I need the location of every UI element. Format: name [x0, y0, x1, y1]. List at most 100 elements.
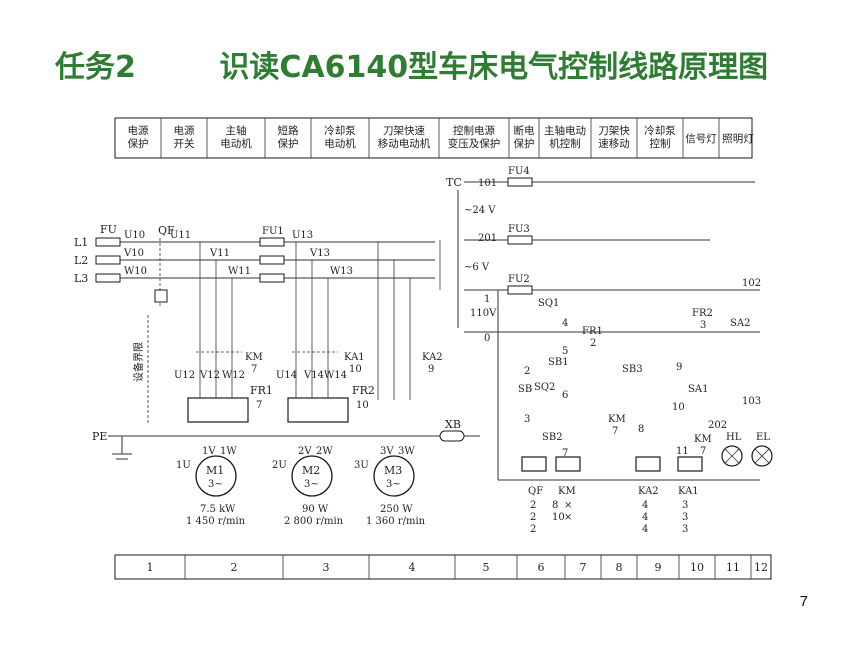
svg-text:FR2: FR2 — [352, 384, 375, 397]
contact-map-digit: 4 — [642, 524, 648, 535]
svg-text:~6 V: ~6 V — [464, 262, 490, 273]
svg-text:7: 7 — [251, 364, 257, 375]
svg-text:8: 8 — [552, 500, 558, 511]
svg-text:SB2: SB2 — [542, 432, 563, 443]
column-number: 2 — [231, 561, 238, 574]
svg-text:KA1: KA1 — [344, 352, 365, 363]
header-cell-text: 电动机 — [220, 137, 252, 150]
svg-text:3~: 3~ — [386, 479, 401, 490]
column-number: 7 — [580, 561, 587, 574]
svg-text:U10: U10 — [124, 230, 145, 241]
label-l2: L2 — [74, 254, 88, 267]
thermal-relay-fr2 — [287, 397, 349, 423]
header-cell-text: 短路 — [278, 124, 299, 137]
svg-text:10: 10 — [349, 364, 362, 375]
svg-text:102: 102 — [742, 278, 761, 289]
svg-text:M3: M3 — [384, 464, 402, 477]
label-l1: L1 — [74, 236, 88, 249]
svg-text:V14: V14 — [303, 370, 324, 381]
svg-text:250 W: 250 W — [380, 504, 413, 515]
svg-text:KA2: KA2 — [638, 486, 659, 497]
slide-title: 任务2 识读CA6140型车床电气控制线路原理图 — [55, 50, 769, 85]
svg-text:×: × — [564, 512, 572, 523]
svg-text:1W: 1W — [220, 446, 237, 457]
svg-text:10: 10 — [356, 400, 369, 411]
column-number: 5 — [483, 561, 490, 574]
column-number: 4 — [409, 561, 416, 574]
header-cell-text: 控制电源 — [453, 124, 495, 137]
header-cell-text: 主轴 — [226, 124, 247, 137]
svg-text:9: 9 — [428, 364, 434, 375]
control-circuit: SQ1 4 FR1 2 5 SB1 2 SB SQ2 6 3 SB2 KM 7 … — [497, 290, 773, 535]
svg-text:V10: V10 — [123, 248, 144, 259]
schematic-svg: 电源保护电源开关主轴电动机短路保护冷却泵电动机刀架快速移动电动机控制电源变压及保… — [74, 117, 773, 580]
svg-text:5: 5 — [562, 346, 568, 357]
svg-text:2: 2 — [590, 338, 596, 349]
svg-text:6: 6 — [562, 390, 568, 401]
column-number: 6 — [538, 561, 545, 574]
motor-m1 — [195, 455, 237, 497]
svg-text:2W: 2W — [316, 446, 333, 457]
header-cell-text: 机控制 — [549, 137, 581, 150]
coil-ka1 — [677, 456, 703, 472]
label-l3: L3 — [74, 272, 88, 285]
contact-map-digit: 3 — [682, 512, 688, 523]
contact-map-digit: 4 — [642, 500, 648, 511]
svg-text:7: 7 — [256, 400, 262, 411]
svg-text:3: 3 — [524, 414, 530, 425]
header-cell-text: 保护 — [278, 137, 299, 150]
svg-text:M1: M1 — [206, 464, 224, 477]
header-cell-text: 电动机 — [324, 137, 356, 150]
main-circuit: L1 L2 L3 FU U10 V10 W10 QF U11 V11 W11 F… — [74, 223, 480, 527]
svg-text:W11: W11 — [228, 266, 251, 277]
header-cell-text: 开关 — [174, 137, 195, 150]
motor-m3 — [373, 455, 415, 497]
header-cell-text: 照明灯 — [722, 133, 754, 145]
svg-text:SQ2: SQ2 — [534, 382, 555, 393]
header-cell-text: 保护 — [514, 137, 535, 150]
svg-text:2 800 r/min: 2 800 r/min — [284, 516, 344, 527]
fuse-l3 — [95, 273, 121, 283]
contact-map-digit: 4 — [642, 512, 648, 523]
svg-text:FR1: FR1 — [582, 326, 603, 337]
column-number: 1 — [147, 561, 154, 574]
header-cell-text: 电源 — [128, 124, 149, 137]
fuse-fu3 — [507, 235, 533, 245]
svg-text:KM: KM — [558, 486, 576, 497]
svg-text:3~: 3~ — [304, 479, 319, 490]
header-cell-text: 断电 — [514, 124, 535, 137]
svg-text:TC: TC — [446, 176, 462, 189]
svg-text:SA2: SA2 — [730, 318, 750, 329]
label-xb: XB — [445, 418, 461, 431]
svg-text:~24 V: ~24 V — [464, 205, 496, 216]
fuse1-a — [259, 237, 285, 247]
coil-km — [555, 456, 581, 472]
svg-text:FU2: FU2 — [508, 274, 530, 285]
svg-text:W10: W10 — [124, 266, 147, 277]
svg-text:3U: 3U — [354, 460, 369, 471]
svg-text:KM: KM — [245, 352, 263, 363]
page-number: 7 — [799, 593, 808, 610]
equipment-boundary-label: 设备界限 — [132, 342, 145, 382]
svg-text:1V: 1V — [202, 446, 216, 457]
svg-text:0: 0 — [484, 333, 490, 344]
column-number: 8 — [616, 561, 623, 574]
svg-text:3~: 3~ — [208, 479, 223, 490]
schematic-diagram: 电源保护电源开关主轴电动机短路保护冷却泵电动机刀架快速移动电动机控制电源变压及保… — [60, 110, 780, 595]
svg-text:2V: 2V — [298, 446, 312, 457]
svg-text:7.5 kW: 7.5 kW — [200, 504, 236, 515]
coil-qf — [521, 456, 547, 472]
function-header-table: 电源保护电源开关主轴电动机短路保护冷却泵电动机刀架快速移动电动机控制电源变压及保… — [114, 117, 754, 159]
svg-text:3: 3 — [700, 320, 706, 331]
fuse1-c — [259, 273, 285, 283]
svg-text:KA2: KA2 — [422, 352, 443, 363]
svg-text:201: 201 — [478, 233, 497, 244]
svg-text:1: 1 — [484, 294, 490, 305]
header-cell-text: 信号灯 — [685, 133, 717, 145]
svg-text:SQ1: SQ1 — [538, 298, 559, 309]
svg-text:110V: 110V — [470, 308, 497, 319]
header-cell-text: 变压及保护 — [448, 137, 501, 150]
connector-xb — [439, 430, 465, 442]
svg-text:2U: 2U — [272, 460, 287, 471]
svg-text:11: 11 — [676, 446, 689, 457]
